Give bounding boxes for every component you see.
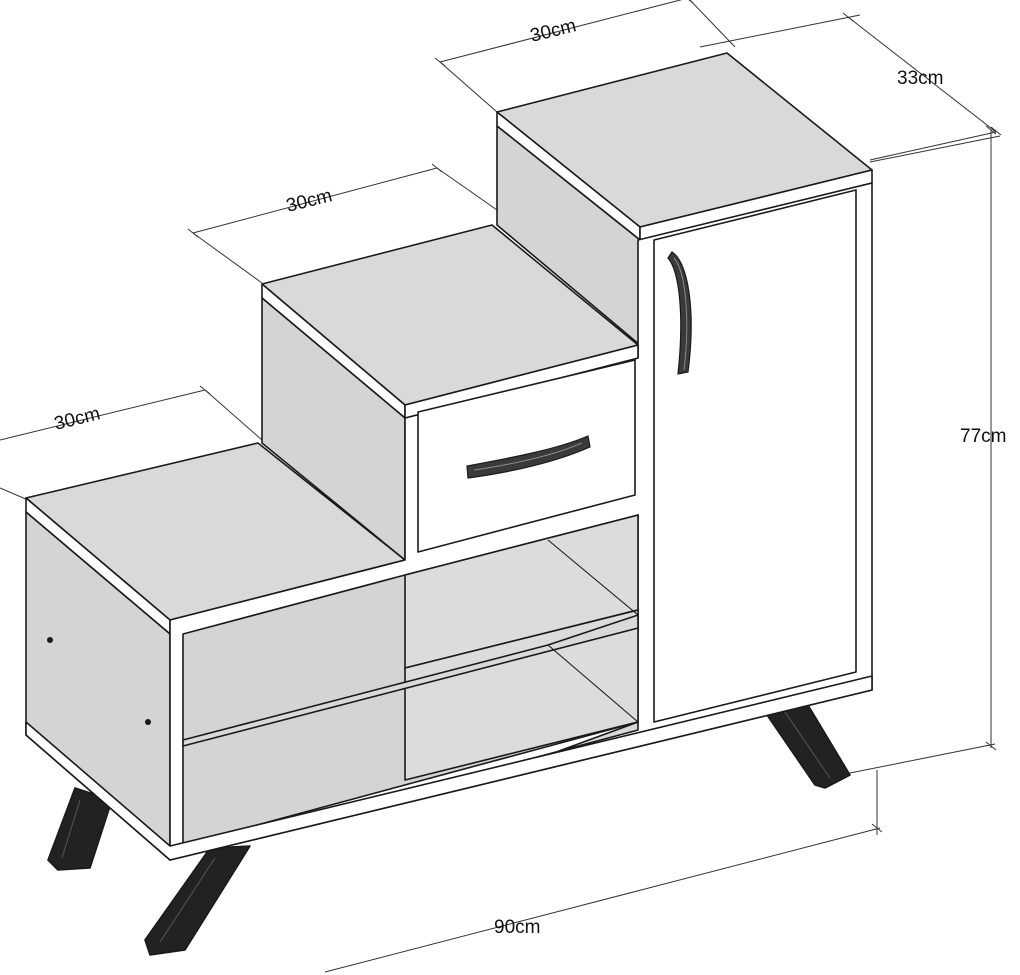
- front-center-leg: [144, 845, 251, 956]
- drawer-handle[interactable]: [466, 435, 591, 479]
- dim-middle-step-width: 30cm: [284, 185, 334, 217]
- dim-height: 77cm: [960, 426, 1006, 447]
- legs: [47, 699, 851, 956]
- dim-lower-step-width: 30cm: [52, 403, 102, 435]
- plinth: [25, 675, 873, 861]
- dim-depth: 33cm: [897, 68, 943, 89]
- door[interactable]: [653, 189, 857, 723]
- left-side-hole: [47, 637, 53, 643]
- dim-total-width: 90cm: [494, 917, 540, 938]
- dim-upper-step-width: 30cm: [528, 15, 578, 47]
- cabinet: [25, 52, 873, 861]
- dimension-labels: 30cm 33cm 30cm 30cm 77cm 90cm: [52, 15, 1006, 938]
- door-handle[interactable]: [667, 251, 692, 375]
- middle-shelf: [182, 614, 639, 747]
- left-side-hole: [145, 719, 151, 725]
